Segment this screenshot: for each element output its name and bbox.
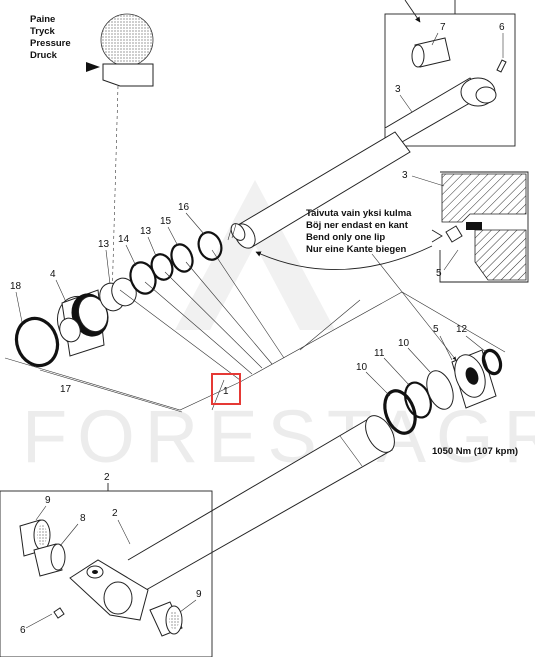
pressure-arrow-icon <box>86 62 100 72</box>
callout-2-inner: 2 <box>112 508 118 519</box>
callout-3-detail: 3 <box>402 170 408 181</box>
callout-10-b: 10 <box>356 362 368 373</box>
piston-rod-inset: 7 6 3 <box>384 0 516 147</box>
callout-9-b: 9 <box>196 589 202 600</box>
callout-18: 18 <box>10 281 22 292</box>
seal-detail: 3 5 <box>402 170 529 283</box>
callout-17: 17 <box>60 384 72 395</box>
callout-7: 7 <box>440 22 446 33</box>
callout-12: 12 <box>456 324 468 335</box>
callout-8: 8 <box>80 513 86 524</box>
leader-lines <box>4 249 506 413</box>
torque-label: 1050 Nm (107 kpm) <box>432 446 518 457</box>
seal-note-fi: Taivuta vain yksi kulma <box>306 208 412 219</box>
watermark-text: FORESTAGRI <box>22 395 535 478</box>
pressure-block <box>102 63 154 87</box>
callout-13-a: 13 <box>98 239 110 250</box>
grease-nipple-bottom-icon <box>53 607 65 619</box>
callout-11: 11 <box>374 348 385 359</box>
callout-5: 5 <box>433 324 439 335</box>
callout-5-detail: 5 <box>436 268 442 279</box>
piston-assembly <box>14 231 223 368</box>
callout-1-highlight: 1 <box>211 373 241 405</box>
cylinder-tube <box>127 415 395 591</box>
pressure-indicator: Paine Tryck Pressure Druck <box>30 13 154 301</box>
seal-note-de: Nur eine Kante biegen <box>306 244 406 255</box>
grease-nipple-icon <box>496 59 507 73</box>
seal-note: Taivuta vain yksi kulma Böj ner endast e… <box>255 208 443 270</box>
callout-4: 4 <box>50 269 56 280</box>
seal-note-sv: Böj ner endast en kant <box>306 220 409 231</box>
callout-15: 15 <box>160 216 172 227</box>
pressure-label-sv: Tryck <box>30 26 56 37</box>
callout-10-a: 10 <box>398 338 410 349</box>
pressure-label-en: Pressure <box>30 38 71 49</box>
pressure-ball <box>100 13 154 67</box>
cylinder-head-assembly: 5 12 10 11 10 1050 Nm (107 kpm) <box>356 324 518 457</box>
callout-2-top: 2 <box>104 472 110 483</box>
callout-16: 16 <box>178 202 190 213</box>
callout-3-top: 3 <box>395 84 401 95</box>
pressure-label-de: Druck <box>30 50 58 61</box>
pressure-label-fi: Paine <box>30 14 55 25</box>
piston-rod <box>227 131 411 249</box>
tube-end-inset: 2 9 8 2 9 6 <box>0 472 213 658</box>
seal-note-en: Bend only one lip <box>306 232 385 243</box>
watermark: FORESTAGRI <box>22 180 535 478</box>
callout-14: 14 <box>118 234 130 245</box>
callout-13-b: 13 <box>140 226 152 237</box>
callout-1: 1 <box>223 386 229 397</box>
callout-6-top: 6 <box>499 22 505 33</box>
callout-9-a: 9 <box>45 495 51 506</box>
callout-6-bottom: 6 <box>20 625 26 636</box>
